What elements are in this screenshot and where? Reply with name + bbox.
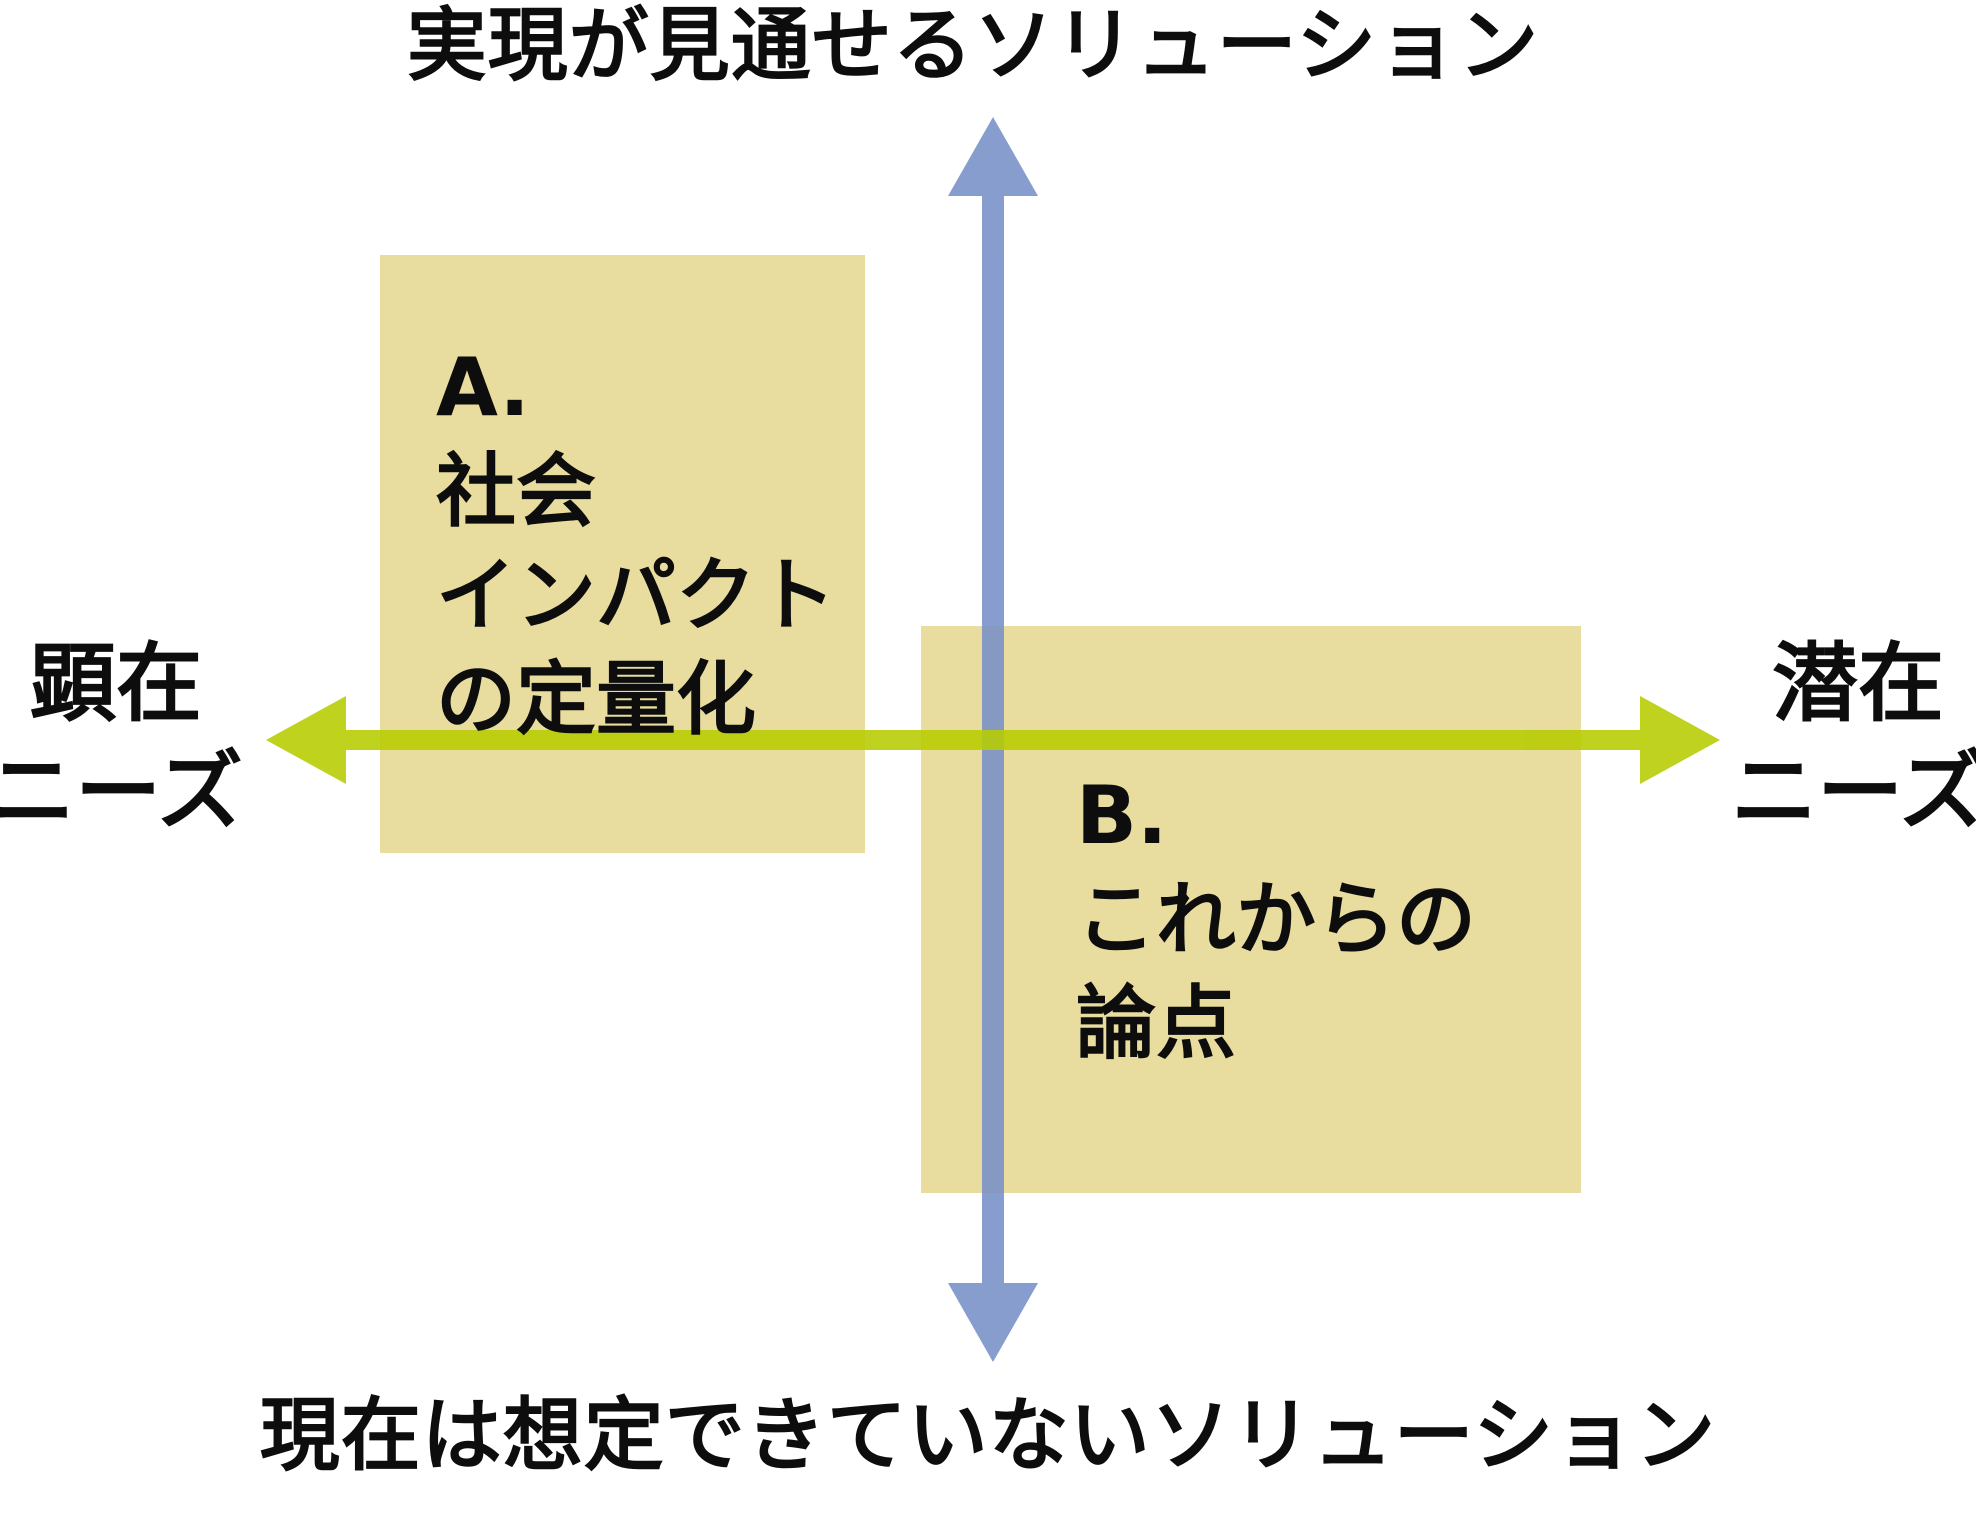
- axis-label-left: 顕在 ニーズ: [0, 630, 243, 846]
- quadrant-b-letter: B.: [1076, 769, 1168, 862]
- axis-label-right: 潜在 ニーズ: [1731, 630, 1976, 846]
- quadrant-b-line1: これからの: [1076, 873, 1476, 966]
- axis-label-left-line1: 顕在: [30, 634, 202, 734]
- axis-label-left-line2: ニーズ: [0, 742, 243, 842]
- quadrant-a-line1: 社会: [436, 445, 596, 538]
- axis-label-top: 実現が見通せるソリューション: [406, 0, 1540, 92]
- axis-label-right-line2: ニーズ: [1731, 742, 1976, 842]
- arrow-down-icon: [948, 1283, 1038, 1362]
- quadrant-a-line3: の定量化: [436, 653, 756, 746]
- arrow-right-icon: [1640, 696, 1720, 784]
- quadrant-a-label: A. 社会 インパクト の定量化: [436, 336, 836, 752]
- quadrant-b-line2: 論点: [1076, 977, 1236, 1070]
- axis-label-right-line1: 潜在: [1772, 634, 1944, 734]
- quadrant-b-label: B. これからの 論点: [1076, 764, 1476, 1076]
- quadrant-b-box: [921, 626, 1581, 1193]
- axis-label-bottom: 現在は想定できていないソリューション: [259, 1389, 1717, 1482]
- horizontal-axis-arrow: [266, 696, 1720, 784]
- arrow-up-icon: [948, 117, 1038, 196]
- quadrant-a-box: [380, 255, 865, 853]
- quadrant-a-letter: A.: [436, 341, 530, 434]
- arrow-left-icon: [266, 696, 346, 784]
- quadrant-a-line2: インパクト: [436, 549, 836, 642]
